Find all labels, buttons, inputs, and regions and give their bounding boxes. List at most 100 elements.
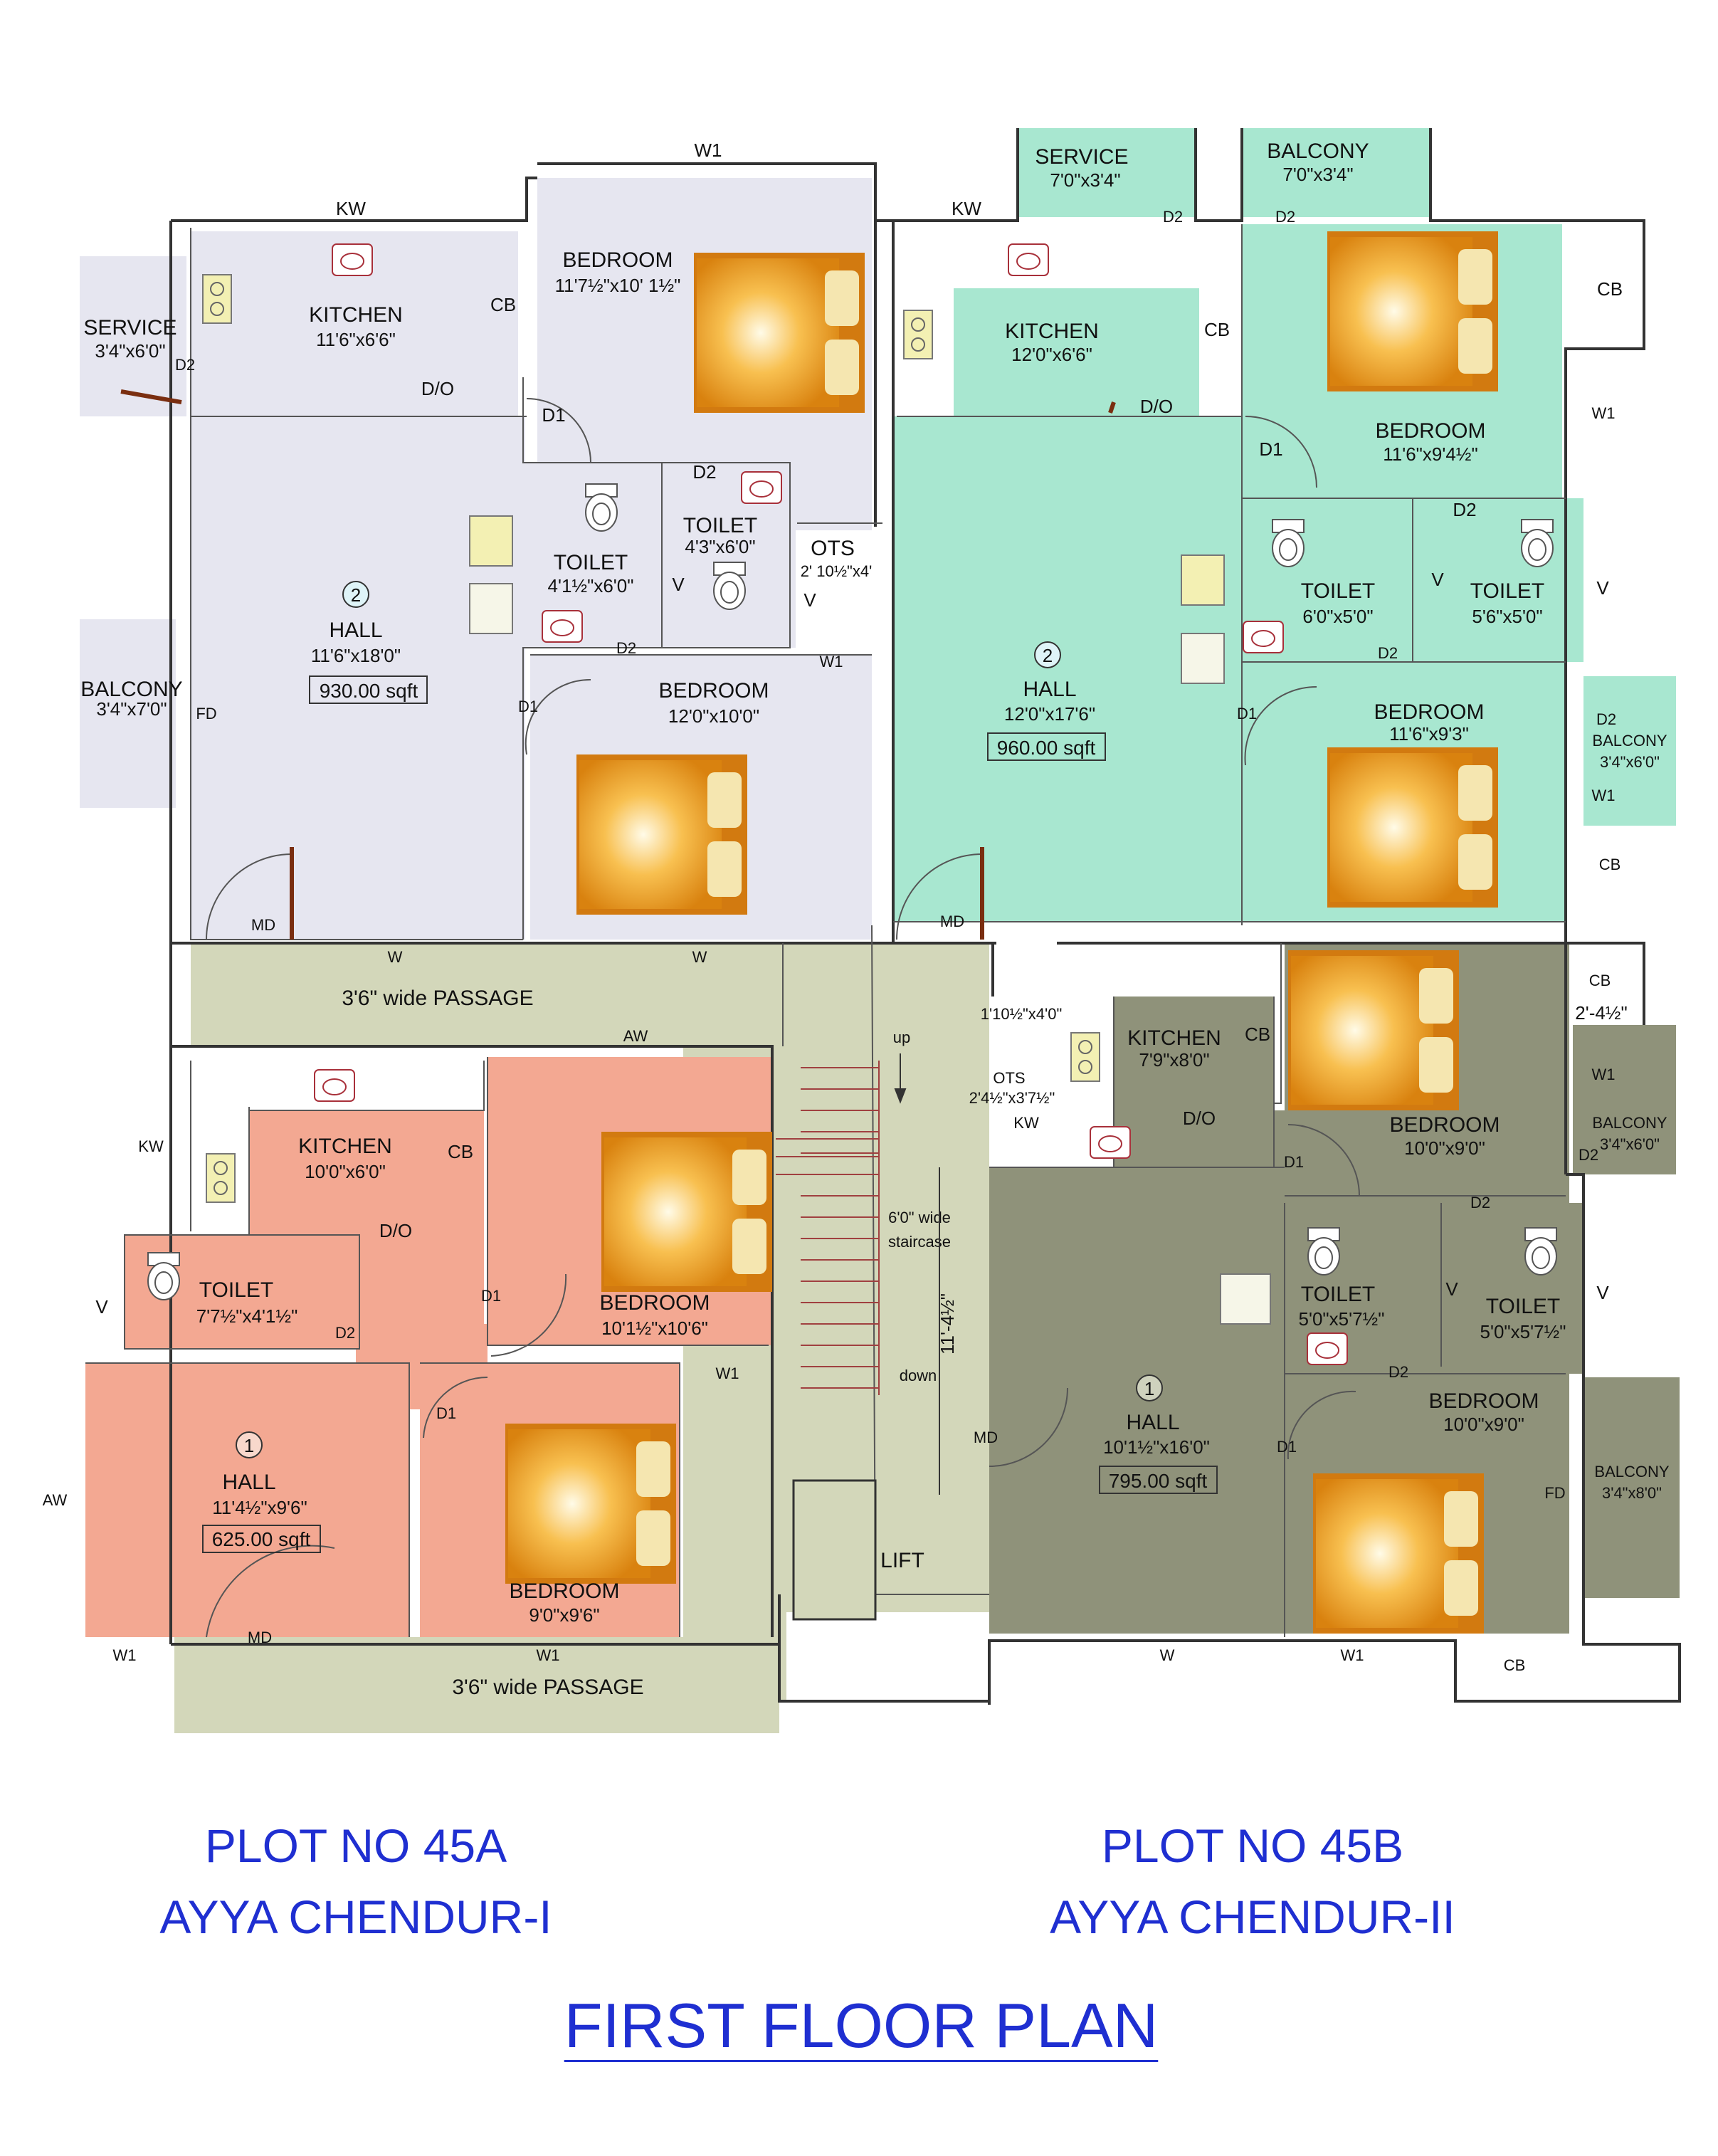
common-labels: 3'6" wide PASSAGE 3'6" wide PASSAGE 6'0"… (342, 987, 1627, 1699)
sink-icon (1307, 1332, 1348, 1365)
plot-a-name: AYYA CHENDUR-I (159, 1891, 552, 1943)
b2-bedroom-bottom-name: BEDROOM (1374, 700, 1484, 724)
tag-md: MD (974, 1429, 998, 1446)
a1-hall-area-box (202, 1525, 321, 1553)
b2-balcony-right-name: BALCONY (1592, 732, 1667, 750)
b2-kitchen-name: KITCHEN (1005, 320, 1099, 343)
tag-w1: W1 (1592, 1066, 1616, 1083)
toilet-icon (1272, 519, 1305, 567)
b1-hall-name: HALL (1126, 1411, 1179, 1434)
door-swing-icon (490, 1273, 567, 1357)
b2-kitchen-area (954, 288, 1199, 416)
bed-icon (601, 1132, 772, 1292)
bed-icon (1327, 747, 1498, 908)
door-leaf (1108, 401, 1116, 414)
chair-icon (1181, 554, 1225, 606)
b1-hall-dim: 10'1½"x16'0" (1103, 1436, 1210, 1458)
tag-v: V (803, 589, 816, 611)
a2-ots-dim: 2' 10½"x4' (801, 562, 873, 580)
tag-d2: D2 (1378, 644, 1398, 662)
duct-dimension: 1'10½"x4'0" (981, 1005, 1063, 1023)
staircase-width-label: 6'0" wide (888, 1209, 951, 1226)
walls (85, 128, 1681, 1705)
tag-d2: D2 (1453, 499, 1476, 520)
tag-w1: W1 (716, 1364, 739, 1382)
passage-top-label: 3'6" wide PASSAGE (342, 987, 533, 1010)
b2-toilet-2-dim: 5'6"x5'0" (1472, 606, 1542, 627)
chair-icon (1220, 1273, 1271, 1325)
stove-icon (903, 310, 933, 359)
a1-kitchen-name: KITCHEN (298, 1135, 392, 1158)
b2-hall-area: 960.00 sqft (997, 737, 1096, 759)
door-swing-icon (1287, 1390, 1356, 1460)
a2-toilet-1-dim: 4'1½"x6'0" (548, 575, 634, 596)
tag-d2: D2 (616, 639, 636, 657)
a2-hall-name: HALL (329, 619, 382, 642)
sink-icon (741, 471, 782, 504)
a2-kitchen-dim: 11'6"x6'6" (316, 329, 396, 350)
b1-bedroom-top-name: BEDROOM (1389, 1113, 1500, 1137)
b2-service-dim: 7'0"x3'4" (1050, 169, 1120, 191)
tag-v: V (672, 574, 685, 595)
b2-unit-number: 2 (1043, 645, 1053, 666)
tag-cb: CB (1504, 1656, 1526, 1674)
tag-v: V (1431, 569, 1444, 590)
door-swing-icon (525, 678, 591, 755)
doors (120, 389, 1360, 1638)
chair-icon (469, 515, 513, 567)
unit-45b-2-labels: SERVICE 7'0"x3'4" BALCONY 7'0"x3'4" KITC… (987, 140, 1667, 771)
stove-icon (206, 1153, 236, 1203)
tag-d2: D2 (692, 461, 716, 483)
b1-hall-area (989, 1167, 1285, 1634)
b1-ots-dim: 2'4½"x3'7½" (969, 1089, 1055, 1107)
toilet-icon (147, 1252, 180, 1300)
a2-hall-area-box (309, 675, 428, 704)
bed-icon (1288, 950, 1459, 1110)
a2-hall-dim: 11'6"x18'0" (311, 645, 401, 666)
a1-hall-name: HALL (222, 1471, 275, 1494)
b1-balcony-top-name: BALCONY (1592, 1114, 1667, 1132)
a2-balcony-dim: 3'4"x7'0" (96, 698, 167, 720)
passage-bottom-label: 3'6" wide PASSAGE (452, 1676, 643, 1699)
b1-toilet-2-dim: 5'0"x5'7½" (1480, 1321, 1566, 1342)
tag-kw: KW (336, 198, 366, 219)
tag-v: V (1596, 1282, 1609, 1303)
a2-hall-area: 930.00 sqft (320, 680, 418, 702)
door-swing-icon (526, 398, 591, 463)
b2-balcony-right-area (1583, 676, 1676, 826)
a1-bedroom-top-name: BEDROOM (599, 1291, 710, 1315)
tag-cb: CB (1599, 856, 1621, 873)
tag-w1: W1 (1592, 787, 1616, 804)
page-title: FIRST FLOOR PLAN (564, 1990, 1159, 2061)
door-swing-icon (1245, 416, 1317, 488)
b2-toilet-1-name: TOILET (1301, 579, 1375, 603)
tag-w1: W1 (113, 1646, 137, 1664)
tag-md: MD (940, 913, 964, 930)
door-swing-icon (896, 853, 983, 940)
tag-w1: W1 (820, 653, 843, 671)
a2-bedroom-top-name: BEDROOM (562, 248, 673, 272)
a1-unit-marker (236, 1431, 263, 1458)
tag-d1: D1 (518, 698, 538, 715)
a2-service-dim: 3'4"x6'0" (95, 340, 165, 362)
b1-balcony-top-dim: 3'4"x6'0" (1600, 1135, 1660, 1153)
a2-kitchen-name: KITCHEN (309, 303, 403, 327)
tag-v: V (1596, 577, 1609, 599)
floor-plan-diagram: SERVICE 3'4"x6'0" KITCHEN 11'6"x6'6" BED… (43, 128, 1681, 1733)
bed-icon (505, 1424, 676, 1584)
toilet-icon (585, 483, 618, 532)
b1-hall-area: 795.00 sqft (1109, 1470, 1208, 1492)
tag-cb: CB (1245, 1024, 1270, 1045)
b1-toilet-2-name: TOILET (1486, 1295, 1560, 1318)
tag-d2: D2 (335, 1324, 355, 1342)
tag-do: D/O (379, 1220, 412, 1241)
tag-kw: KW (138, 1137, 164, 1155)
sink-icon (1243, 621, 1284, 653)
staircase-label: staircase (888, 1233, 951, 1251)
sink-icon (314, 1069, 355, 1102)
passage-bottom-area (174, 1637, 779, 1733)
b2-bedroom-top-name: BEDROOM (1375, 419, 1485, 443)
bed-icon (1327, 231, 1498, 391)
door-swing-icon (1244, 685, 1317, 766)
tag-v: V (95, 1296, 108, 1318)
